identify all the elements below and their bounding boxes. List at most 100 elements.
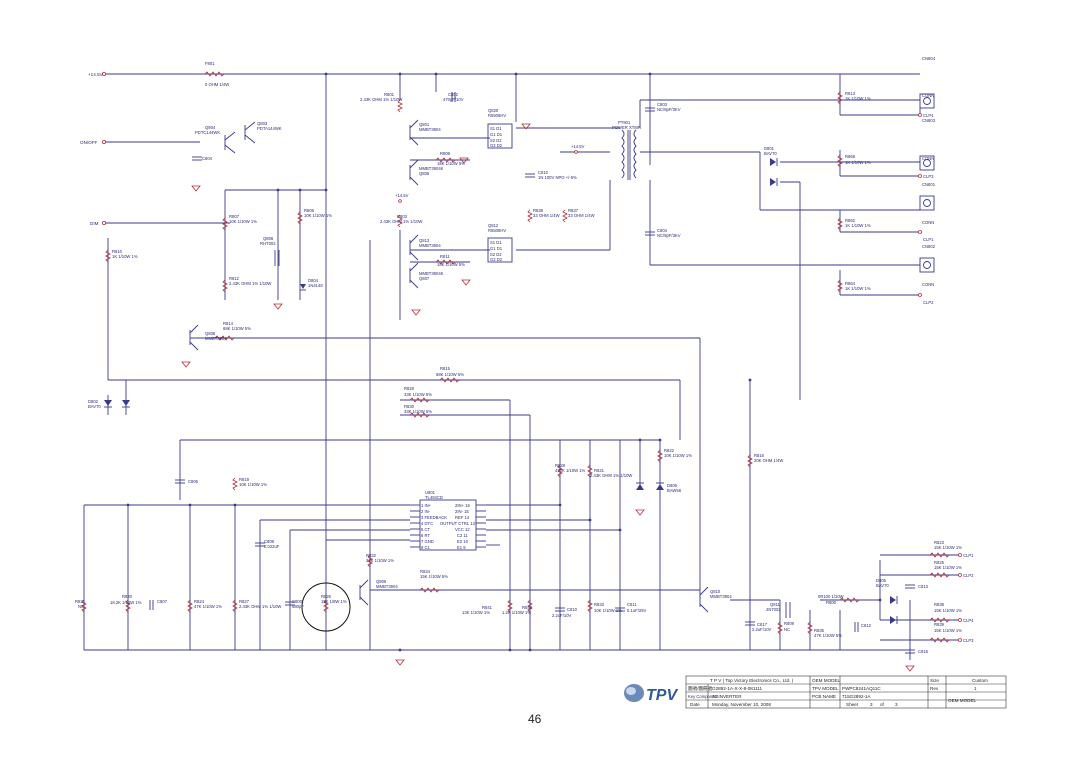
q805-value: MMBT3904K <box>419 166 444 171</box>
tb-tpv-model: PWPC8241AQ11C <box>842 686 881 691</box>
r809-value: NC <box>784 627 790 632</box>
c817-value: 2.2uF/10V <box>752 627 772 632</box>
u801-pin-r5: VCC 12 <box>455 527 470 532</box>
r839-value: 15K 1/10W 1% <box>934 628 962 633</box>
r801-ref: R801 <box>384 92 395 97</box>
cn802-pin: CLP2 <box>923 300 934 305</box>
out-clp1: CLP1 <box>963 553 974 558</box>
transistor-symbols <box>189 119 791 618</box>
d806-ref: D806 <box>667 483 678 488</box>
mid-wires <box>83 137 960 660</box>
r833-ref: R833 <box>594 602 605 607</box>
c806-ref: C806 <box>188 479 199 484</box>
d802-ref: D802 <box>88 399 99 404</box>
q807-value: MMBT3904K <box>419 271 444 276</box>
highlight-circle <box>301 582 351 632</box>
r829-ref: R829 <box>404 386 415 391</box>
r800-ref: R800 <box>826 600 837 605</box>
q801-value: MMBT3904 <box>419 127 441 132</box>
q820-pins-3: S2 D2 <box>490 138 502 143</box>
c800-value: 680pF <box>292 604 304 609</box>
q820-pins: S1 D1 <box>490 126 502 131</box>
r821-value: 2.43K OHM 1% 1/10W <box>590 473 632 478</box>
out-clp3: CLP4 <box>963 618 974 623</box>
q813-value: MMBT3904 <box>419 243 441 248</box>
r841-value: 13K 1/10W 1% <box>462 610 490 615</box>
u801-body <box>419 499 477 551</box>
c802-ref: C802 <box>448 92 459 97</box>
u801-pin-r3: REF 14 <box>455 515 470 520</box>
q810-ref: Q810 <box>710 589 721 594</box>
q812-pins: S1 D1 <box>490 240 502 245</box>
cn802-ref: CN802 <box>922 244 936 249</box>
r828-value: 470K 1/10W 1% <box>555 468 586 473</box>
u801-pin-l2: 2 IN- <box>421 509 431 514</box>
pt801-value: POWER XTMR <box>612 125 641 130</box>
cn803-ref: CN803 <box>922 118 936 123</box>
q804-value: PDTC144WK <box>195 130 220 135</box>
r821-ref: R821 <box>594 468 605 473</box>
junction-dots <box>126 72 882 652</box>
c803-ref: C803 <box>657 102 668 107</box>
tb-oem-model-label: OEM MODEL <box>812 678 841 683</box>
r868-ref: R868 <box>845 154 856 159</box>
u801-pin-l1: 1 IN+ <box>421 503 432 508</box>
r862-value: 1K 1/10W 1% <box>845 223 871 228</box>
top-rail-wires <box>104 73 920 650</box>
r812-ref: R812 <box>229 276 240 281</box>
tb-pcb-name: 715G2892-1A <box>842 694 872 699</box>
c810-value: 1N 100V NPO +/-5% <box>538 175 577 180</box>
cn801-type: CONN <box>922 220 934 225</box>
r833-value: 10K 1/10W 1% <box>594 608 622 613</box>
c811-value: 0.1uF/25V <box>627 608 647 613</box>
f801-value: 0 OHM 1/4W <box>205 82 229 87</box>
tb-date: Monday, November 10, 2008 <box>712 702 771 707</box>
r862-ref: R862 <box>845 218 856 223</box>
tb-sheet: 3 <box>870 702 873 707</box>
d801-ref: D801 <box>764 146 775 151</box>
u801-pin-r4: OUTPUT CTRL 13 <box>440 521 476 526</box>
page-number: 46 <box>528 712 542 726</box>
c811-ref: C811 <box>627 602 637 607</box>
connector-symbols <box>918 93 962 642</box>
r827-value: 2.43K OHM 1% 1/10W <box>239 604 281 609</box>
q812-value: R5508HV <box>488 228 506 233</box>
c800-ref: C800 <box>292 599 303 604</box>
r837-ref: R837 <box>568 208 579 213</box>
q809-value: MMBT3904 <box>376 584 398 589</box>
r839-ref: R839 <box>934 622 945 627</box>
q804-ref: Q804 <box>205 125 216 130</box>
q820-value: R5508HV <box>488 113 506 118</box>
r831-value: NC <box>78 604 84 609</box>
r803-ref: R803 <box>397 214 408 219</box>
c810b-value: 2.2uF/10V <box>552 613 572 618</box>
u801-pin-l3: 3 FEEDBACK <box>421 515 447 520</box>
tb-confidential: Key Component <box>688 694 719 699</box>
q811-value: 2N7002 <box>766 607 781 612</box>
c803-value: NC/8pF/3KV <box>657 107 681 112</box>
r801-value: 2.43K OHM 1% 1/10W <box>360 97 402 102</box>
cn803-type: CONN <box>922 156 934 161</box>
r837-value: 33 OHM 1/4W <box>568 213 595 218</box>
r806-ref: R806 <box>304 208 315 213</box>
q803-value: PDTA144WK <box>257 126 282 131</box>
r832-value: 27K 1/10W 1% <box>366 558 394 563</box>
q808-ref: Q808 <box>205 331 216 336</box>
d802-value: BAV70 <box>88 404 101 409</box>
q812-pins-3: S2 D2 <box>490 252 502 257</box>
r832-ref: R832 <box>366 553 377 558</box>
u801-pin-l8: 8 C1 <box>421 545 431 550</box>
r830-value: 33K 1/10W 5% <box>404 409 432 414</box>
r841-ref: R841 <box>482 605 493 610</box>
c816-ref: C816 <box>918 649 929 654</box>
q809-ref: Q809 <box>376 579 387 584</box>
transformer-symbol <box>621 129 637 180</box>
r835-value: 47K 1/10W 5% <box>814 633 842 638</box>
r812-value: 2.43K OHM 1% 1/10W <box>229 281 271 286</box>
r820-value: 18.2K 1/10W 1% <box>110 600 142 605</box>
r810-ref: R810 <box>112 249 123 254</box>
u801-pin-l6: 6 RT <box>421 533 430 538</box>
r828-ref: R828 <box>555 463 566 468</box>
c804-ref: C804 <box>202 156 213 161</box>
r814-ref: R814 <box>223 321 234 326</box>
